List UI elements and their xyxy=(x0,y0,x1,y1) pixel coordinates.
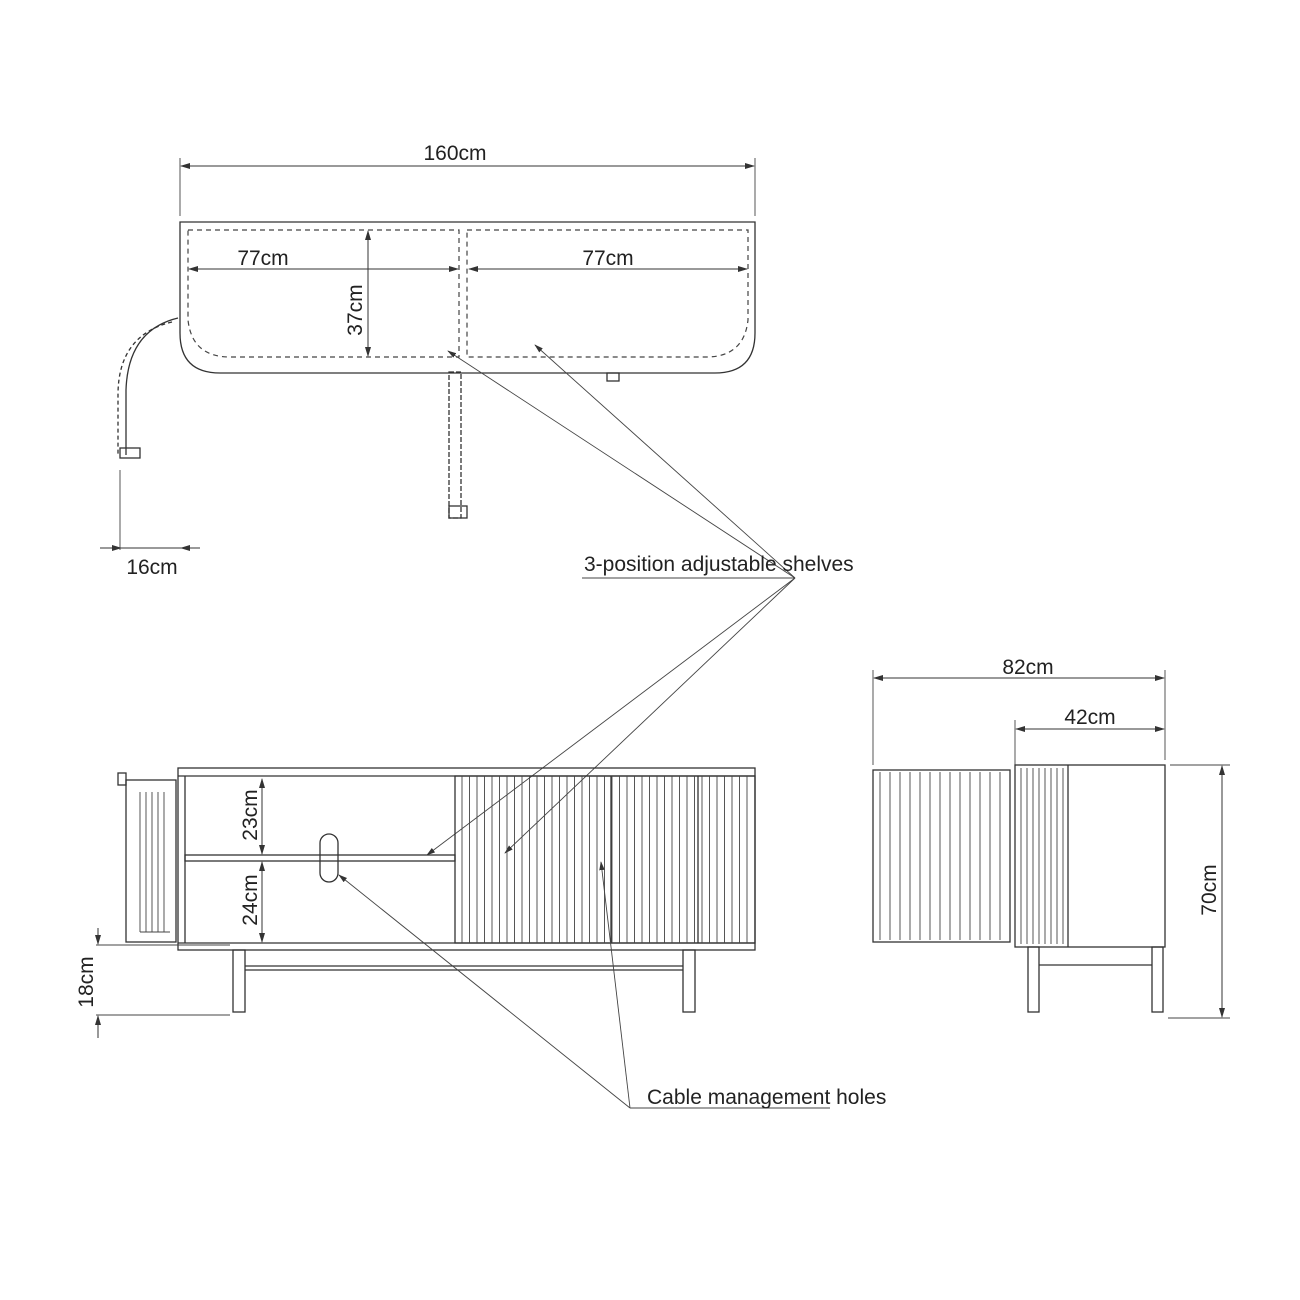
side-door-slats xyxy=(1020,768,1064,944)
door-handle xyxy=(606,372,620,382)
door-clearance-label: 16cm xyxy=(126,556,177,579)
cable-callout-label: Cable management holes xyxy=(647,1086,886,1109)
left-compartment-outline xyxy=(187,229,460,358)
cabinet-side-outline xyxy=(1014,764,1166,948)
slatted-doors xyxy=(454,775,756,944)
sliding-door-slats xyxy=(448,371,462,519)
swung-door-slats xyxy=(117,321,173,455)
open-door-depth-label: 82cm xyxy=(1002,656,1053,679)
lower-shelf-height-label: 24cm xyxy=(239,874,262,925)
side-leg-front xyxy=(1027,946,1040,1013)
swung-door-inner xyxy=(125,317,179,455)
open-door-slats xyxy=(879,772,1001,940)
left-width-label: 77cm xyxy=(237,247,288,270)
right-compartment-outline xyxy=(466,229,749,358)
depth-label: 37cm xyxy=(344,284,367,335)
open-left-door xyxy=(125,779,177,943)
open-door-side xyxy=(872,769,1011,943)
shelves-callout: 3-position adjustable shelves xyxy=(426,344,854,856)
side-view: 82cm 42cm 70cm xyxy=(872,656,1230,1019)
cabinet-depth-label: 42cm xyxy=(1064,706,1115,729)
front-view: 23cm 24cm 18cm xyxy=(75,767,756,1038)
front-leg-right xyxy=(682,949,696,1013)
cabinet-front-outline xyxy=(177,767,756,951)
cable-hole xyxy=(319,833,339,883)
cabinet-top-outline xyxy=(179,221,756,374)
door-slats xyxy=(461,776,748,943)
shelves-callout-label: 3-position adjustable shelves xyxy=(584,553,854,576)
leg-height-label: 18cm xyxy=(75,956,98,1007)
upper-shelf-height-label: 23cm xyxy=(239,789,262,840)
front-leg-left xyxy=(232,949,246,1013)
right-width-label: 77cm xyxy=(582,247,633,270)
side-leg-back xyxy=(1151,946,1164,1013)
cable-callout: Cable management holes xyxy=(338,861,886,1109)
top-view: 160cm 77cm 77cm 37cm 16cm xyxy=(100,142,756,579)
total-height-label: 70cm xyxy=(1198,864,1221,915)
overall-width-label: 160cm xyxy=(423,142,486,165)
